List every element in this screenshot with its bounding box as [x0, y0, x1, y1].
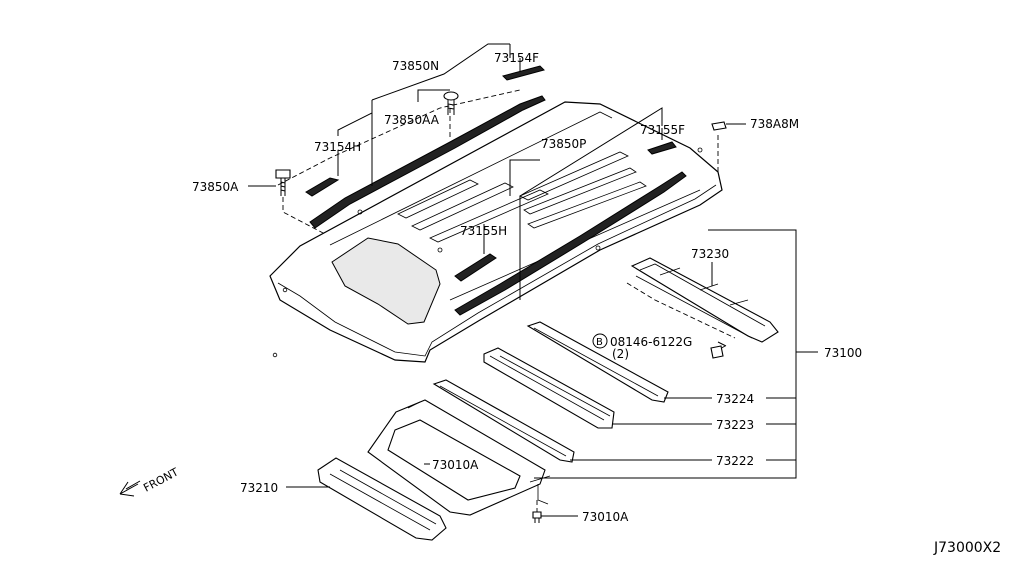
label-73850P: 73850P: [541, 137, 586, 151]
bolt-73010A-lower: [532, 511, 542, 523]
label-73850AA: 73850AA: [384, 113, 440, 127]
label-73010A-lower: 73010A: [582, 510, 629, 524]
front-rail-73210: [317, 457, 447, 541]
roof-panel: [269, 101, 723, 363]
clip-738A8M: [711, 121, 727, 131]
label-73850N: 73850N: [392, 59, 439, 73]
bolt-08146: [710, 345, 724, 359]
roof-rail-upper: [305, 65, 546, 229]
sunroof-opening: [331, 237, 441, 325]
b-badge-icon: [592, 333, 608, 349]
sunroof-frame: [367, 399, 551, 516]
diagram-code: J73000X2: [933, 540, 1001, 556]
label-73223: 73223: [716, 418, 754, 432]
label-73155H: 73155H: [460, 224, 507, 238]
label-73222: 73222: [716, 454, 754, 468]
label-73224: 73224: [716, 392, 754, 406]
label-08146: 08146-6122G: [610, 335, 692, 349]
label-08146-qty: (2): [612, 347, 629, 361]
label-73154H: 73154H: [314, 140, 361, 154]
front-arrow-icon: [119, 480, 141, 497]
bolt-73850AA: [443, 91, 459, 115]
bolt-73850A: [275, 169, 291, 196]
roof-bow-73224: [526, 321, 669, 403]
roof-bow-73222: [432, 379, 575, 463]
label-08146-badge: B: [596, 337, 603, 348]
label-73154F: 73154F: [494, 51, 539, 65]
rear-rail-73230: [630, 257, 779, 343]
label-73230: 73230: [691, 247, 729, 261]
label-73850A: 73850A: [192, 180, 239, 194]
roof-rail-lower: [454, 141, 687, 316]
roof-bow-73223: [483, 347, 615, 429]
front-label: FRONT: [141, 465, 181, 494]
label-73100: 73100: [824, 346, 862, 360]
label-73210: 73210: [240, 481, 278, 495]
label-738A8M: 738A8M: [750, 117, 799, 131]
leader-lines: [248, 43, 818, 517]
label-73155F: 73155F: [640, 123, 685, 137]
label-73010A-upper: 73010A: [432, 458, 479, 472]
